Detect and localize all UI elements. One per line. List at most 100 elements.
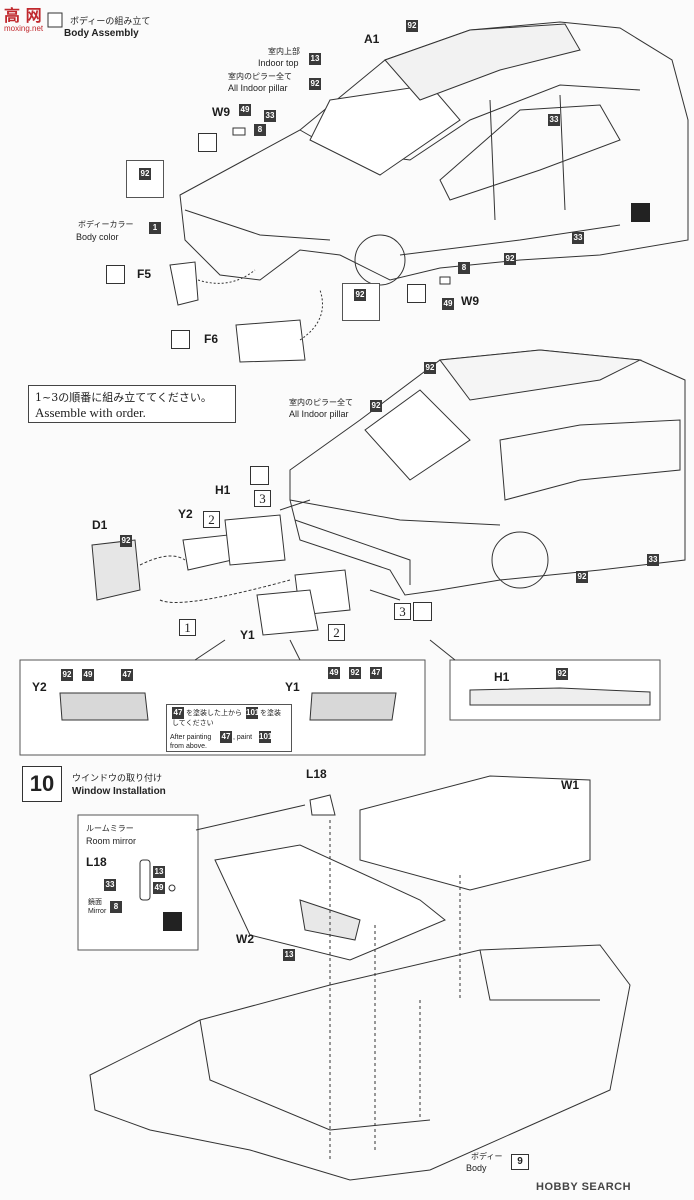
- upper-roof-panel: [384, 23, 581, 101]
- decal-icon-f6: [171, 330, 190, 349]
- lower-body-inner: [199, 1019, 431, 1131]
- mirror-8: 8: [110, 901, 122, 913]
- step10-title-en: Window Installation: [72, 786, 166, 797]
- step-2-top: 2: [203, 511, 220, 528]
- decal-icon-step3: [250, 466, 269, 485]
- color-33-sill: 33: [572, 232, 584, 244]
- Y1-part: [256, 589, 319, 636]
- middle-wheel-arch: [491, 531, 549, 589]
- mirror-13: 13: [153, 866, 165, 878]
- step-2-bottom: 2: [328, 624, 345, 641]
- step-3-bottom: 3: [394, 603, 411, 620]
- upper-bumper: [184, 209, 331, 241]
- part-W9-lower: W9: [461, 294, 479, 308]
- color-8-lower: 8: [458, 262, 470, 274]
- decal-icon-step3b: [413, 602, 432, 621]
- color-92-roof: 92: [406, 20, 418, 32]
- middle-side-windows: [499, 419, 681, 501]
- paint-note-en-c: from above.: [170, 743, 207, 750]
- detail-49-Y2: 49: [82, 669, 94, 681]
- middle-roof: [439, 349, 642, 401]
- body-color-en: Body color: [76, 232, 119, 242]
- paint-note-jp-b: を塗装: [260, 710, 281, 717]
- D1-part: [91, 539, 141, 601]
- order-note-jp: 1~3の順番に組み立ててください。: [35, 391, 212, 404]
- color-92-inset-num: 92: [139, 168, 151, 180]
- color-92-inset-lower: [342, 283, 380, 321]
- pillar2-en: All Indoor pillar: [289, 409, 349, 419]
- detail-Y1: Y1: [285, 680, 300, 694]
- F5-part: [169, 261, 199, 306]
- indoor-top-en: Indoor top: [258, 58, 299, 68]
- color-8-w9: 8: [254, 124, 266, 136]
- step-3-top: 3: [254, 490, 271, 507]
- middle-front-bumper: [294, 519, 411, 585]
- lower-body-tub: [89, 944, 631, 1181]
- pillar-jp: 室内のピラー全て: [228, 72, 292, 81]
- detail-connector-right: [289, 639, 301, 661]
- order-note: 1~3の順番に組み立ててください。 Assemble with order.: [28, 385, 236, 423]
- lower-body-rear: [479, 949, 600, 1001]
- paint-note-box: [166, 704, 292, 752]
- color-92-lower-num: 92: [354, 289, 366, 301]
- color-1-body: 1: [149, 222, 161, 234]
- chrome-finish-icon: [631, 203, 650, 222]
- color-9-body: 9: [511, 1154, 529, 1170]
- detail-47-Y2: 47: [121, 669, 133, 681]
- detail-92-Y2: 92: [61, 669, 73, 681]
- pillar-en: All Indoor pillar: [228, 83, 288, 93]
- body-en: Body: [466, 1163, 487, 1173]
- lamp-leaders: [197, 269, 323, 341]
- detail-92-H1: 92: [556, 668, 568, 680]
- detail-H1: H1: [494, 670, 510, 684]
- color-13-window: 13: [283, 949, 295, 961]
- color-13-indoor: 13: [309, 53, 321, 65]
- W2-part: [214, 844, 446, 961]
- color-49-w9: 49: [239, 104, 251, 116]
- part-Y2: Y2: [178, 507, 193, 521]
- Y2-part: [182, 534, 233, 571]
- mirror-face-en: Mirror: [88, 908, 107, 915]
- mirror-49: 49: [153, 882, 165, 894]
- Y2-detail: [59, 692, 149, 721]
- part-W2: W2: [236, 932, 254, 946]
- H1-part: [224, 514, 286, 566]
- mirror-face-jp: 鏡面: [88, 899, 102, 906]
- paint-note-jp-c: してください: [172, 720, 214, 727]
- step9-title-jp: ボディーの組み立て: [70, 17, 151, 27]
- upper-pillars: [489, 94, 566, 221]
- middle-windshield: [364, 389, 471, 481]
- color-33-side: 33: [548, 114, 560, 126]
- paint-note-en-47: 47: [220, 731, 232, 743]
- F6-part: [235, 319, 306, 363]
- body-jp: ボディー: [471, 1152, 503, 1161]
- W1-part: [359, 775, 591, 891]
- order-note-en: Assemble with order.: [35, 405, 146, 420]
- watermark-url: moxing.net: [4, 24, 44, 33]
- step9-title-en: Body Assembly: [64, 28, 139, 39]
- W9-mirror-lower: [439, 276, 451, 285]
- detail-92-Y1: 92: [349, 667, 361, 679]
- L18-part: [309, 794, 336, 816]
- watermark-logo: 高 网: [4, 6, 42, 25]
- paint-note-47: 47: [172, 707, 184, 719]
- detail-47-Y1: 47: [370, 667, 382, 679]
- color-92-pillar: 92: [309, 78, 321, 90]
- decal-icon: [198, 133, 217, 152]
- color-49-lower: 49: [442, 298, 454, 310]
- upper-sill: [399, 224, 621, 256]
- step9-box: [47, 12, 63, 28]
- upper-windshield: [309, 84, 461, 176]
- paint-note-en-b: , paint: [233, 734, 253, 741]
- part-Y1: Y1: [240, 628, 255, 642]
- part-L18-box: L18: [86, 855, 107, 869]
- upper-side-windows: [439, 104, 621, 201]
- mirror-leader: [195, 804, 306, 831]
- chrome-finish-icon-mirror: [163, 912, 182, 931]
- mirror-en: Room mirror: [86, 836, 137, 846]
- decal-icon-lower: [407, 284, 426, 303]
- part-A1: A1: [364, 32, 380, 46]
- paint-note-en-101: 101: [259, 731, 273, 743]
